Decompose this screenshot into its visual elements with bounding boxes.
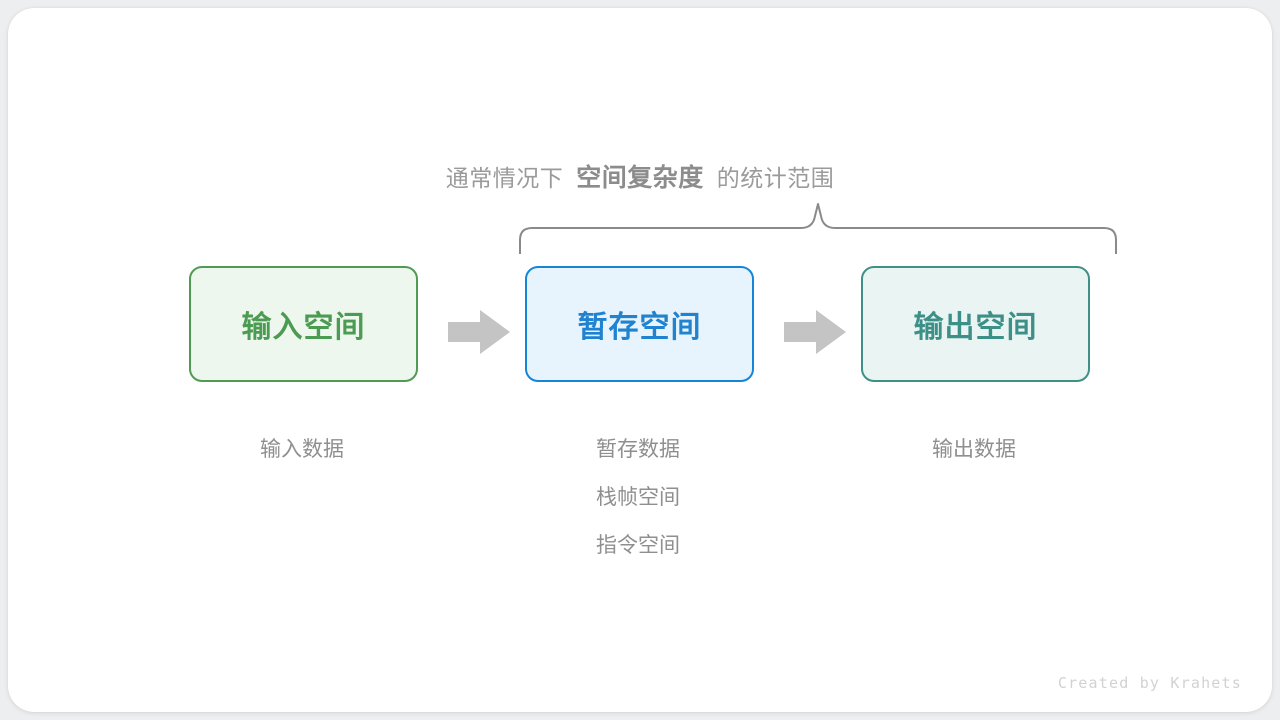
- caption-item: 指令空间: [596, 534, 680, 557]
- brace-caption-highlight: 空间复杂度: [576, 164, 704, 192]
- caption-item: 暂存数据: [596, 438, 680, 461]
- box-input-space-label: 输入空间: [241, 311, 366, 344]
- caption-list-temp: 暂存数据 栈帧空间 指令空间: [488, 426, 788, 570]
- caption-list-output: 输出数据: [824, 426, 1124, 474]
- caption-item: 输入数据: [260, 438, 344, 461]
- brace-caption: 通常情况下空间复杂度的统计范围: [8, 158, 1272, 194]
- box-temp-space-label: 暂存空间: [577, 311, 702, 344]
- brace-caption-suffix: 的统计范围: [716, 165, 835, 191]
- curly-brace: [518, 198, 1118, 255]
- box-temp-space[interactable]: 暂存空间: [525, 266, 754, 382]
- caption-item: 栈帧空间: [596, 486, 680, 509]
- brace-caption-prefix: 通常情况下: [445, 165, 564, 191]
- diagram-stage: 通常情况下空间复杂度的统计范围 输入空间 暂存空间 输出空间: [8, 8, 1272, 712]
- box-input-space[interactable]: 输入空间: [189, 266, 418, 382]
- footer-credit: Created by Krahets: [1057, 674, 1242, 692]
- arrow-temp-to-output-icon: [784, 308, 846, 356]
- box-output-space-label: 输出空间: [913, 311, 1038, 344]
- caption-list-input: 输入数据: [152, 426, 452, 474]
- arrow-input-to-temp-icon: [448, 308, 510, 356]
- box-output-space[interactable]: 输出空间: [861, 266, 1090, 382]
- diagram-card: 通常情况下空间复杂度的统计范围 输入空间 暂存空间 输出空间: [8, 8, 1272, 712]
- caption-item: 输出数据: [932, 438, 1016, 461]
